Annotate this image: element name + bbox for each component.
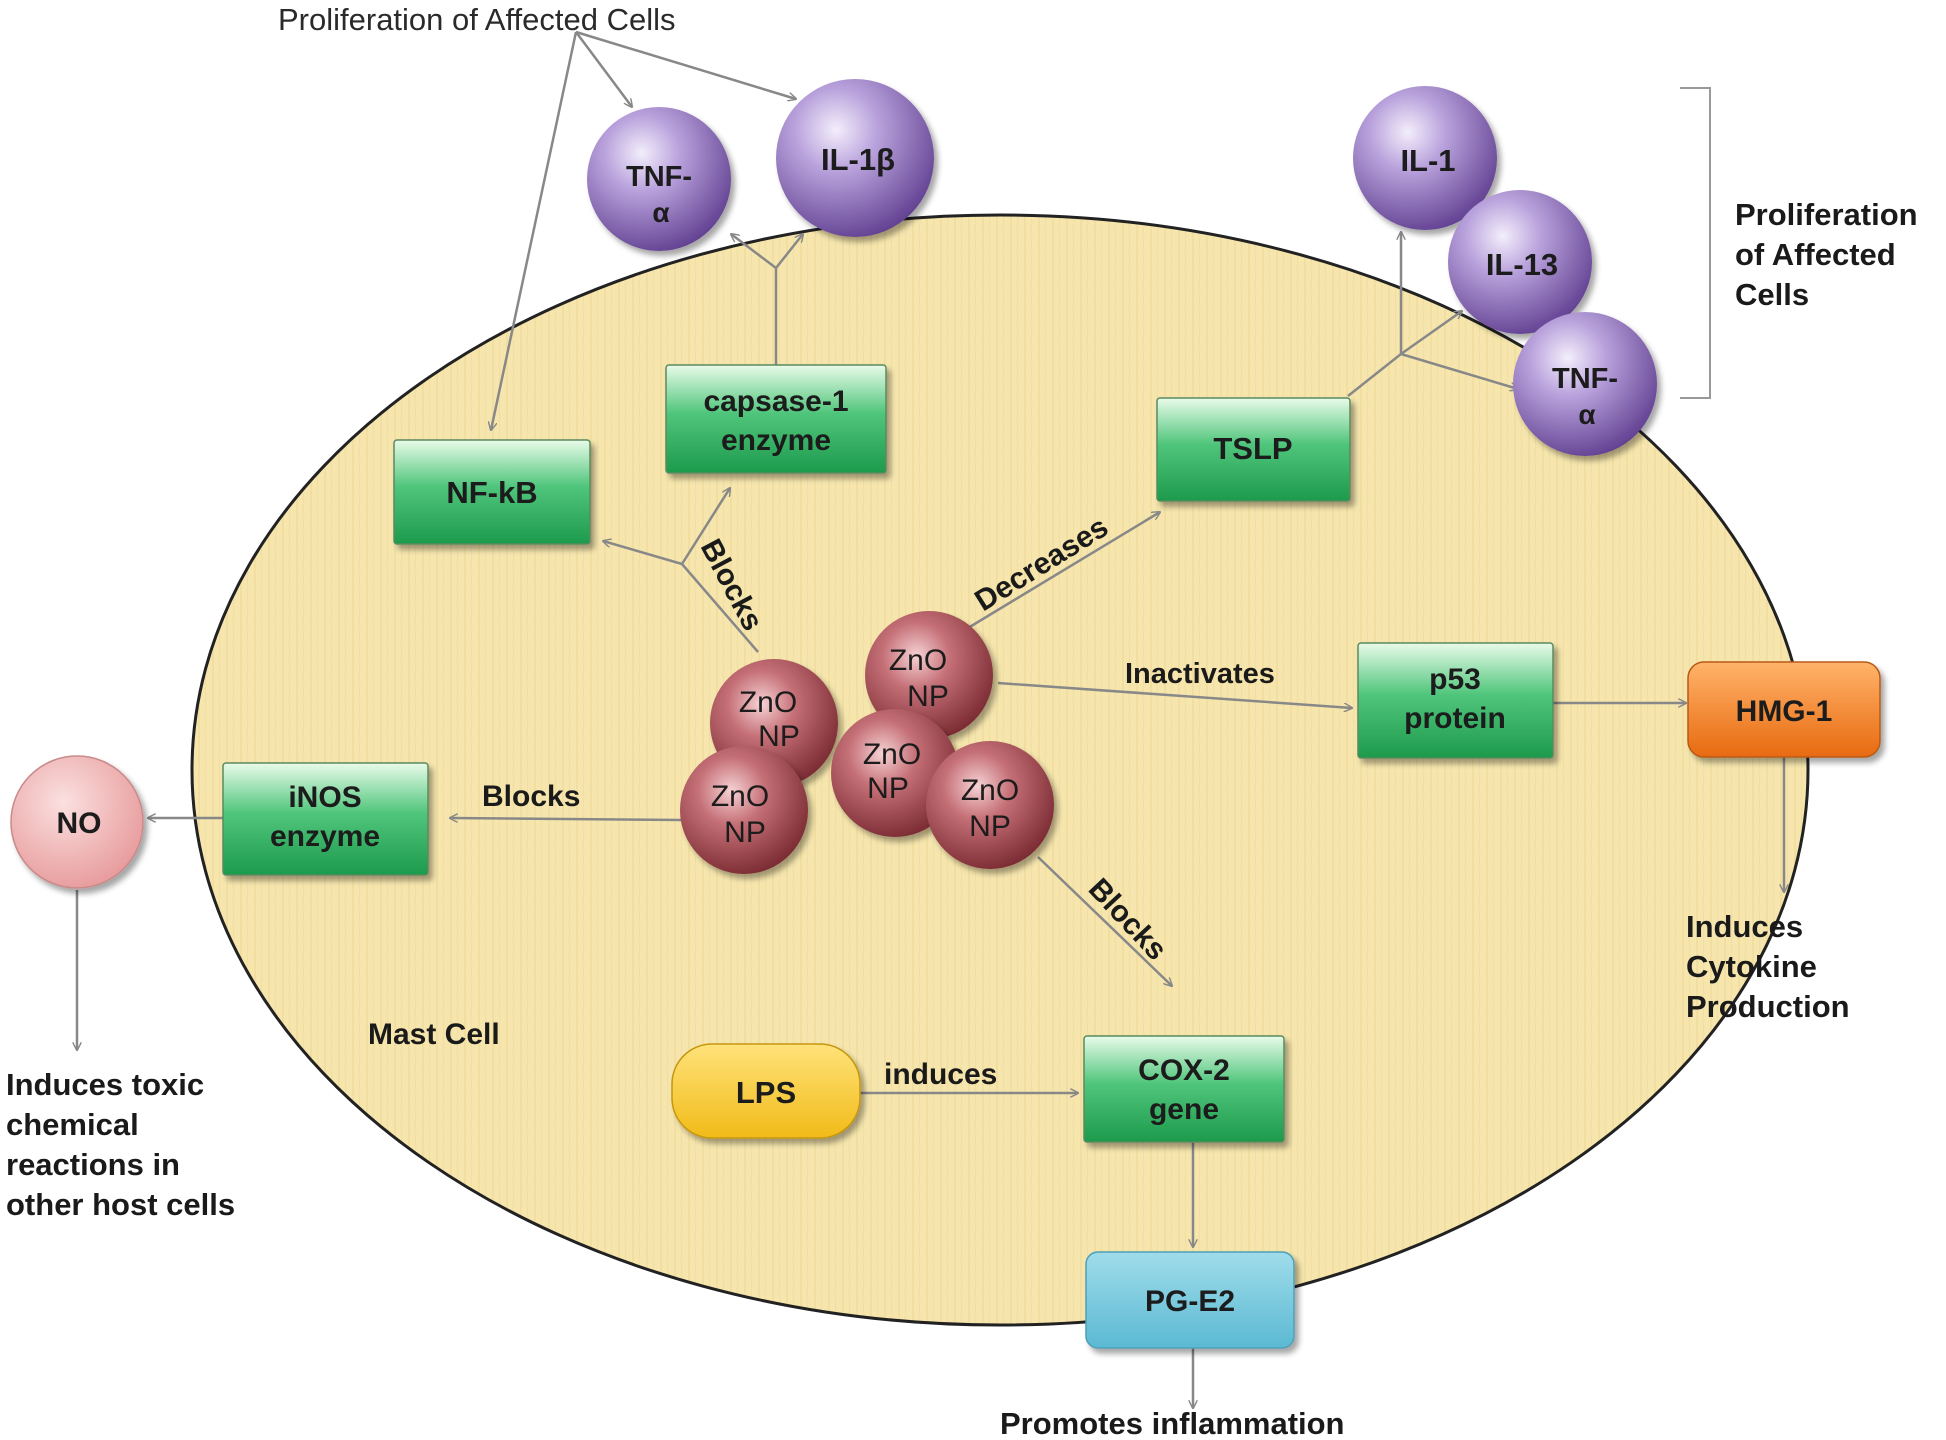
tslp-box: TSLP	[1156, 397, 1351, 502]
svg-text:NP: NP	[969, 810, 1011, 843]
zno-np-5: ZnO NP	[926, 741, 1054, 869]
pge2-effect-text: Promotes inflammation	[1000, 1406, 1345, 1440]
svg-text:Cells: Cells	[1735, 277, 1809, 312]
svg-text:other host cells: other host cells	[6, 1187, 235, 1222]
inactivates-arrow	[997, 681, 1352, 708]
inactivates-label: Inactivates	[1125, 658, 1275, 690]
svg-text:Induces toxic: Induces toxic	[6, 1067, 204, 1102]
svg-text:NP: NP	[724, 816, 766, 849]
induces-label: induces	[884, 1058, 997, 1091]
svg-text:LPS: LPS	[736, 1075, 796, 1110]
svg-text:chemical: chemical	[6, 1107, 139, 1142]
p53-box: p53 protein	[1357, 642, 1554, 759]
svg-text:reactions in: reactions in	[6, 1147, 180, 1182]
svg-text:Cytokine: Cytokine	[1686, 949, 1817, 984]
zno-np-2: ZnO NP	[865, 611, 993, 739]
svg-text:capsase-1: capsase-1	[703, 385, 848, 418]
svg-text:ZnO: ZnO	[711, 780, 769, 813]
svg-text:Production: Production	[1686, 989, 1850, 1024]
inos-box: iNOS enzyme	[222, 762, 429, 876]
svg-text:TSLP: TSLP	[1213, 431, 1292, 466]
svg-text:IL-13: IL-13	[1486, 247, 1558, 282]
blocks-down-arrow	[1037, 856, 1172, 986]
decreases-arrow	[967, 512, 1160, 630]
svg-text:PG-E2: PG-E2	[1145, 1285, 1235, 1318]
svg-text:NP: NP	[867, 772, 909, 805]
zno-np-4: ZnO NP	[680, 746, 808, 874]
right-proliferation-note: Proliferation of Affected Cells	[1735, 197, 1918, 312]
mast-cell-label: Mast Cell	[368, 1018, 500, 1051]
svg-text:α: α	[652, 197, 669, 228]
caspase-box: capsase-1 enzyme	[665, 364, 887, 474]
svg-text:HMG-1: HMG-1	[1736, 695, 1833, 728]
svg-text:gene: gene	[1149, 1093, 1219, 1126]
tnf-alpha-ball-right: TNF- α	[1513, 312, 1657, 456]
tnf-alpha-ball-top: TNF- α	[587, 107, 731, 251]
svg-text:ZnO: ZnO	[961, 774, 1019, 807]
caspase-outputs	[731, 234, 803, 365]
zno-np-cluster: ZnO NP ZnO NP ZnO NP ZnO NP ZnO NP	[680, 611, 1054, 874]
svg-text:NF-kB: NF-kB	[446, 475, 537, 510]
svg-text:Induces: Induces	[1686, 909, 1803, 944]
blocks-left-arrow	[450, 818, 683, 820]
hmg1-box: HMG-1	[1687, 661, 1881, 758]
svg-text:of Affected: of Affected	[1735, 237, 1896, 272]
il1-ball: IL-1	[1353, 86, 1497, 230]
svg-text:p53: p53	[1429, 663, 1481, 696]
svg-text:Proliferation: Proliferation	[1735, 197, 1918, 232]
svg-text:ZnO: ZnO	[739, 686, 797, 719]
no-circle: NO	[10, 755, 144, 889]
lps-pill: LPS	[671, 1043, 861, 1139]
svg-text:enzyme: enzyme	[270, 820, 380, 853]
pge2-box: PG-E2	[1085, 1251, 1295, 1349]
svg-text:NP: NP	[758, 720, 800, 753]
top-header-text: Proliferation of Affected Cells	[278, 2, 675, 37]
svg-text:TNF-: TNF-	[1552, 363, 1618, 395]
blocks-up-arrows	[603, 488, 759, 653]
hmg-effect-text: Induces Cytokine Production	[1686, 909, 1850, 1024]
svg-text:iNOS: iNOS	[288, 781, 361, 814]
svg-text:α: α	[1578, 399, 1595, 430]
blocks-left-label: Blocks	[482, 780, 580, 813]
nfkb-box: NF-kB	[393, 439, 591, 545]
il1b-ball: IL-1β	[776, 79, 934, 237]
svg-text:IL-1: IL-1	[1400, 143, 1455, 178]
right-bracket	[1680, 87, 1711, 399]
header-arrows	[491, 30, 796, 430]
svg-text:NP: NP	[907, 680, 949, 713]
svg-text:ZnO: ZnO	[863, 738, 921, 771]
il13-ball: IL-13	[1448, 190, 1592, 334]
svg-text:enzyme: enzyme	[721, 424, 831, 457]
svg-text:TNF-: TNF-	[626, 161, 692, 193]
no-effect-text: Induces toxic chemical reactions in othe…	[6, 1067, 235, 1222]
svg-text:COX-2: COX-2	[1138, 1054, 1230, 1087]
tslp-outputs	[1347, 232, 1518, 397]
svg-text:IL-1β: IL-1β	[821, 142, 895, 177]
svg-text:protein: protein	[1404, 702, 1506, 735]
svg-text:NO: NO	[57, 807, 102, 840]
cox2-box: COX-2 gene	[1083, 1035, 1285, 1143]
svg-text:ZnO: ZnO	[889, 644, 947, 677]
